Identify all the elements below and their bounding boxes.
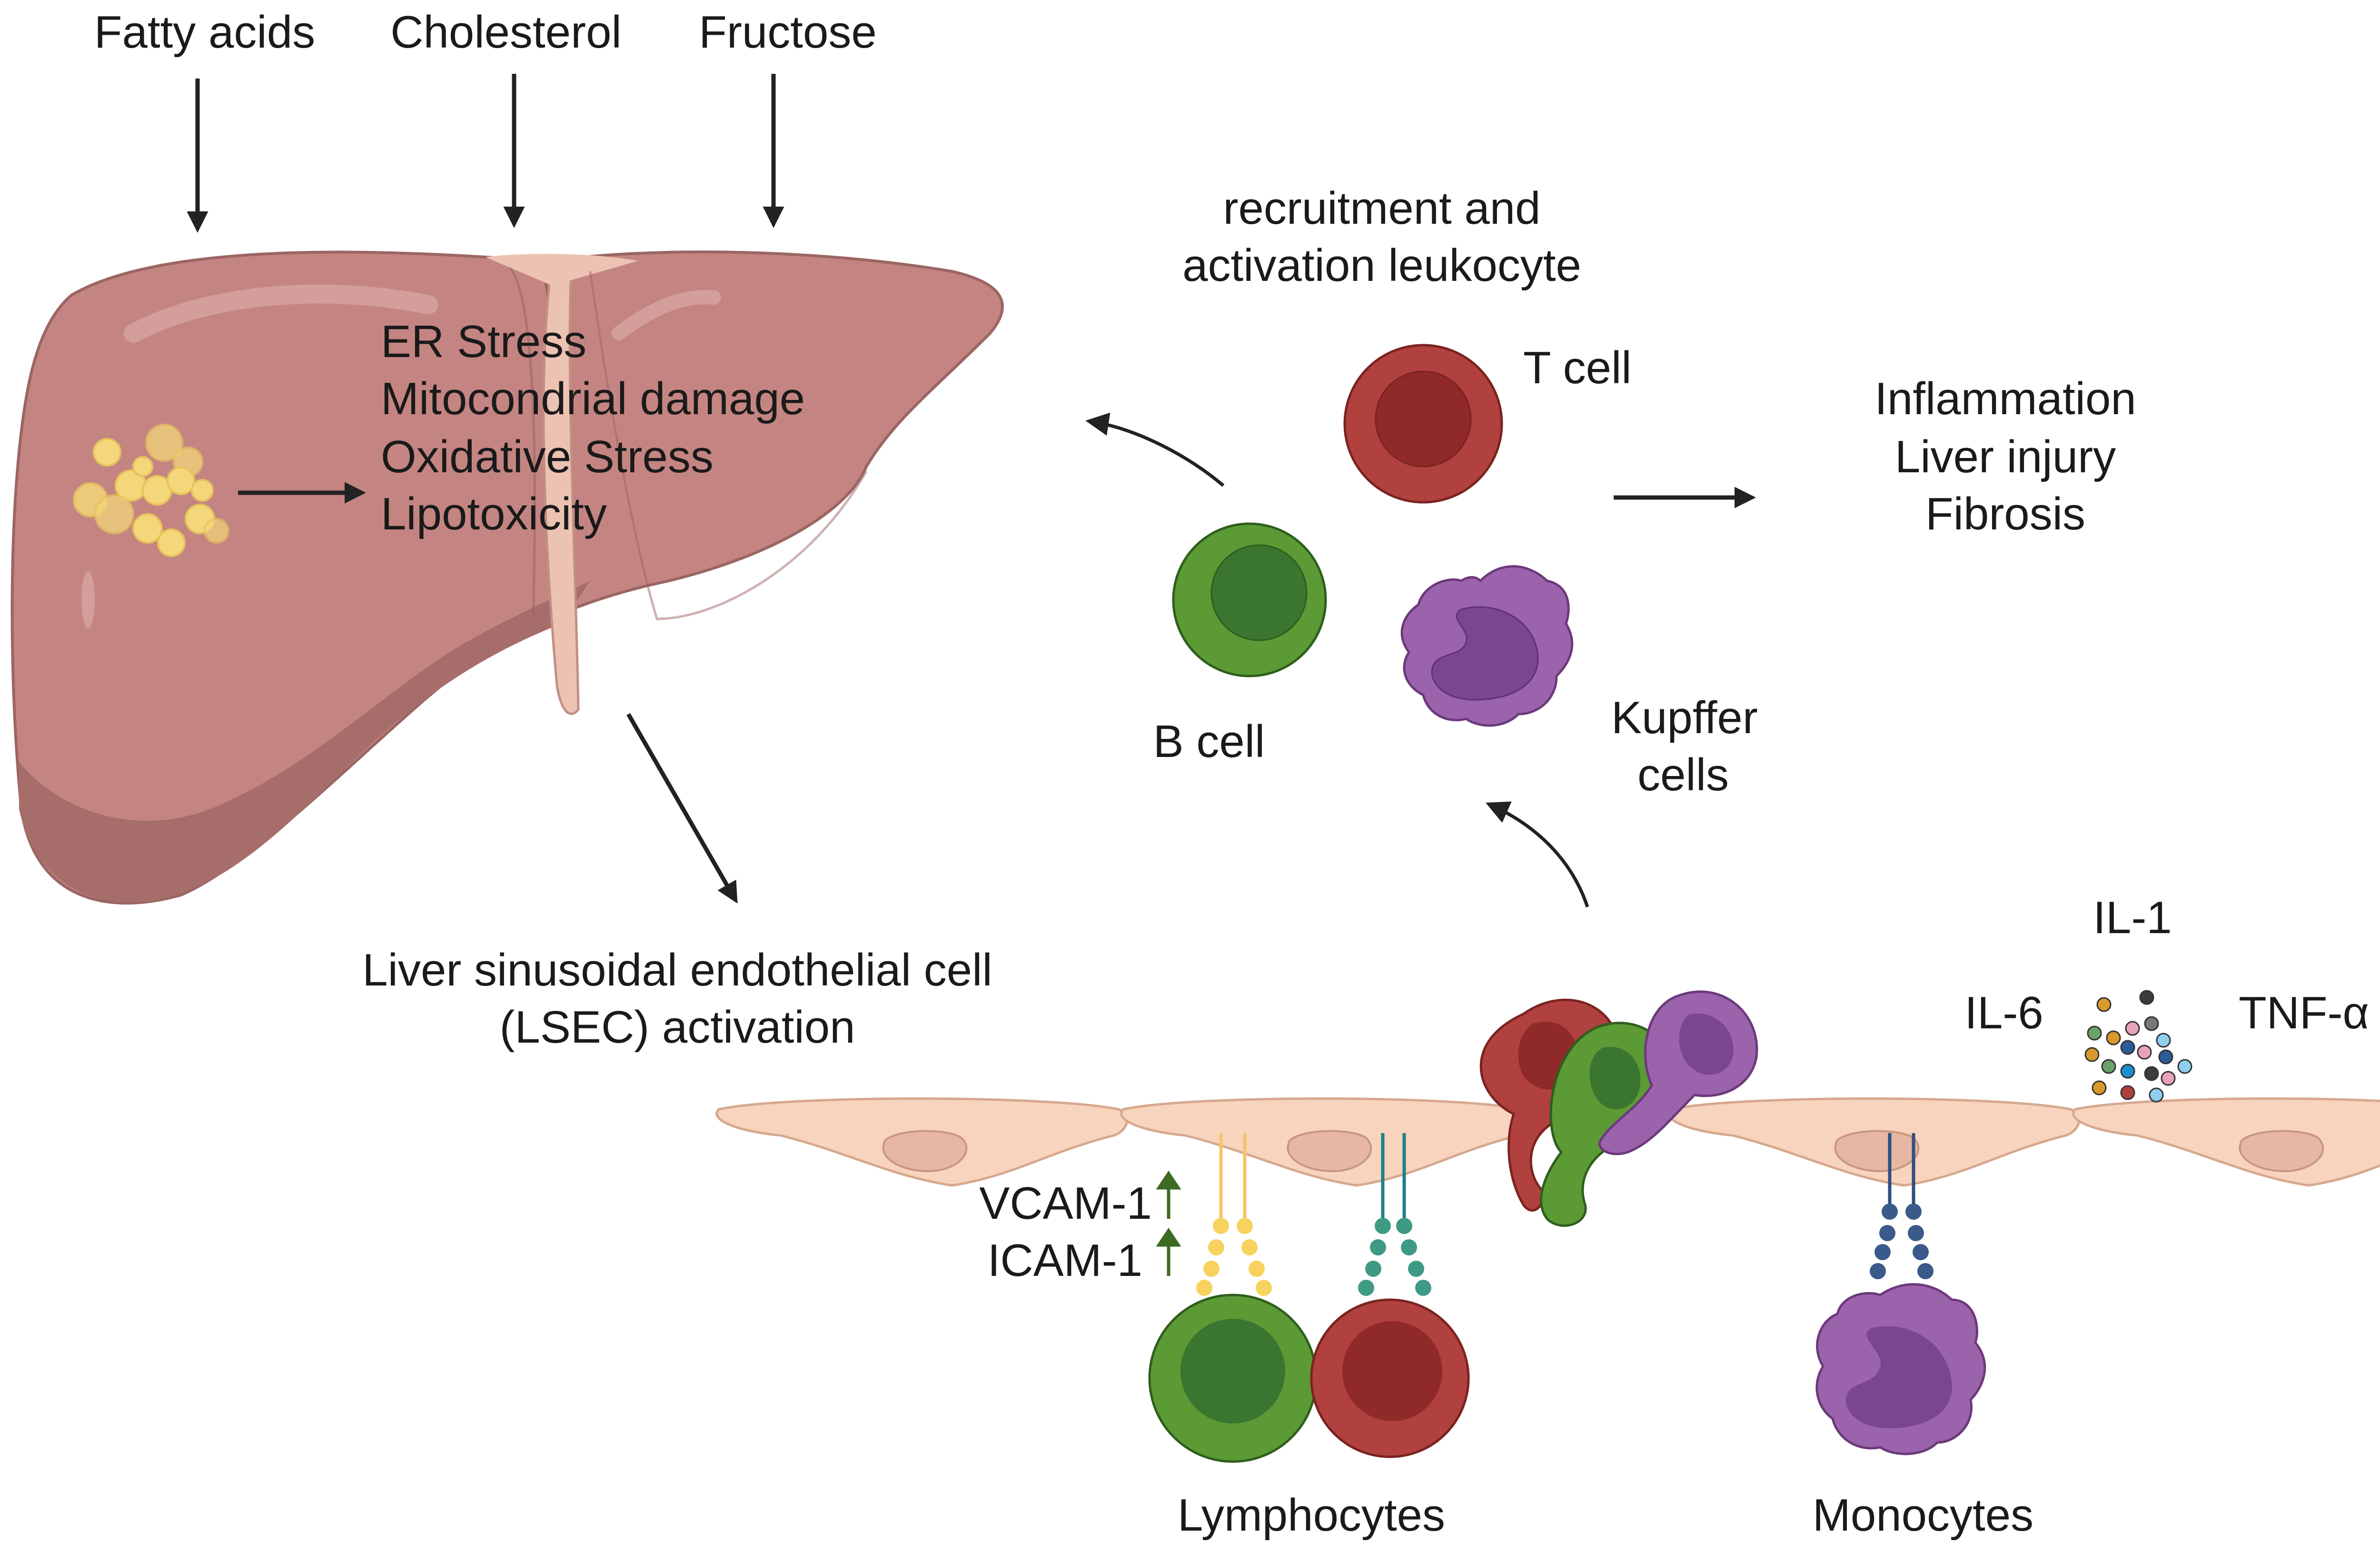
curved-arrow-from-endothelium	[1486, 801, 1589, 908]
kupffer-label-line-1: Kupffer	[1611, 692, 1758, 743]
icam-molecules	[1358, 1133, 1431, 1296]
kupffer-cell-top	[1400, 565, 1574, 727]
input-fructose: Fructose	[699, 7, 876, 58]
stress-oxidative: Oxidative Stress	[381, 431, 714, 482]
vcam-label: VCAM-1	[979, 1178, 1152, 1229]
input-fatty-acids: Fatty acids	[94, 7, 315, 58]
lymphocytes-label: Lymphocytes	[1178, 1490, 1445, 1541]
stress-er: ER Stress	[381, 316, 586, 367]
stress-lipotoxicity: Lipotoxicity	[381, 488, 607, 539]
arrow-to-lsec	[626, 713, 738, 904]
stress-mitochondrial: Mitocondrial damage	[381, 373, 805, 424]
recruitment-line-1: recruitment and	[1223, 183, 1541, 234]
input-cholesterol: Cholesterol	[390, 7, 622, 58]
outcome-inflammation: Inflammation	[1874, 373, 2136, 424]
cytokine-il1: IL-1	[2093, 892, 2172, 943]
vcam-molecules	[1196, 1133, 1272, 1296]
cytokine-tnf: TNF-α	[2239, 987, 2369, 1038]
monocyte-adhesion-molecules	[1870, 1133, 1934, 1279]
fat-droplets	[73, 424, 229, 557]
b-cell-top	[1172, 522, 1327, 677]
lsec-line-2: (LSEC) activation	[500, 1002, 855, 1053]
outcome-fibrosis: Fibrosis	[1925, 488, 2085, 539]
cytokine-il6: IL-6	[1964, 987, 2043, 1038]
upregulation-arrows	[1156, 1170, 1181, 1276]
icam-label: ICAM-1	[988, 1235, 1142, 1286]
t-cell-top	[1343, 344, 1503, 504]
t-cell-label: T cell	[1523, 342, 1632, 393]
kupffer-label-line-2: cells	[1637, 749, 1729, 800]
endothelial-nuclei	[882, 1130, 2324, 1173]
outcome-liver-injury: Liver injury	[1895, 431, 2116, 482]
curved-arrow-to-liver	[1085, 412, 1225, 487]
lymphocyte-b-cell	[1148, 1294, 1318, 1463]
transmigrating-b-cell	[1540, 1022, 1675, 1227]
monocyte-cell	[1815, 1283, 1986, 1455]
lsec-line-1: Liver sinusoidal endothelial cell	[362, 945, 992, 996]
lymphocyte-t-cell	[1310, 1298, 1470, 1458]
monocytes-label: Monocytes	[1813, 1490, 2033, 1541]
recruitment-line-2: activation leukocyte	[1182, 240, 1581, 291]
b-cell-label: B cell	[1153, 716, 1265, 767]
cytokine-particles	[2084, 990, 2192, 1103]
transmigrating-kupffer-cell	[1598, 990, 1758, 1155]
liver-illustration	[10, 250, 1004, 905]
